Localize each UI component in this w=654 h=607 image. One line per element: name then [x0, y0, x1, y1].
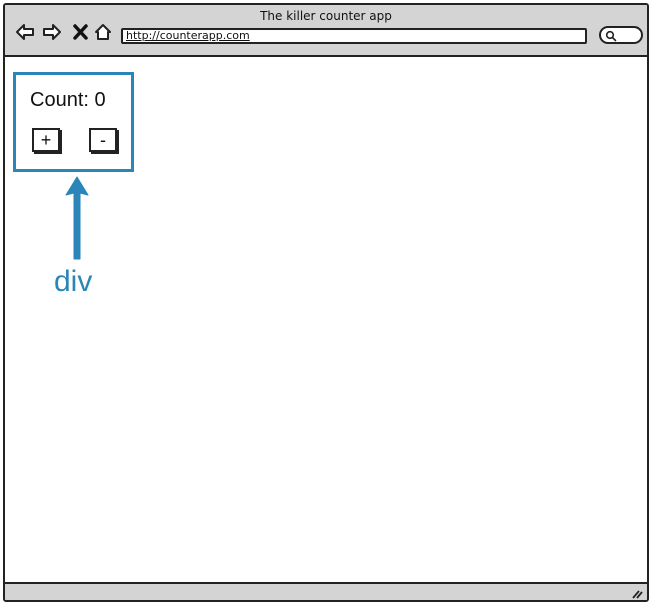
- home-icon[interactable]: [93, 23, 113, 41]
- resize-grip-icon[interactable]: [631, 587, 643, 599]
- close-icon[interactable]: [71, 23, 91, 41]
- increment-button[interactable]: +: [32, 128, 60, 152]
- window-title: The killer counter app: [260, 9, 392, 23]
- search-icon: [605, 30, 617, 42]
- browser-window: The killer counter app http://counterapp…: [3, 3, 649, 602]
- decrement-button[interactable]: -: [89, 128, 117, 152]
- arrow-right-icon[interactable]: [42, 23, 62, 41]
- page-content: Count: 0 + - div: [5, 57, 647, 582]
- div-annotation-label: div: [54, 265, 93, 298]
- url-field[interactable]: http://counterapp.com: [121, 28, 587, 44]
- search-button[interactable]: [599, 26, 643, 44]
- arrow-up-icon: [65, 176, 89, 260]
- arrow-left-icon[interactable]: [15, 23, 35, 41]
- status-bar: [5, 582, 647, 600]
- count-label: Count: 0: [30, 89, 106, 111]
- browser-toolbar: The killer counter app http://counterapp…: [5, 5, 647, 57]
- counter-div-highlight: Count: 0 + -: [13, 72, 134, 172]
